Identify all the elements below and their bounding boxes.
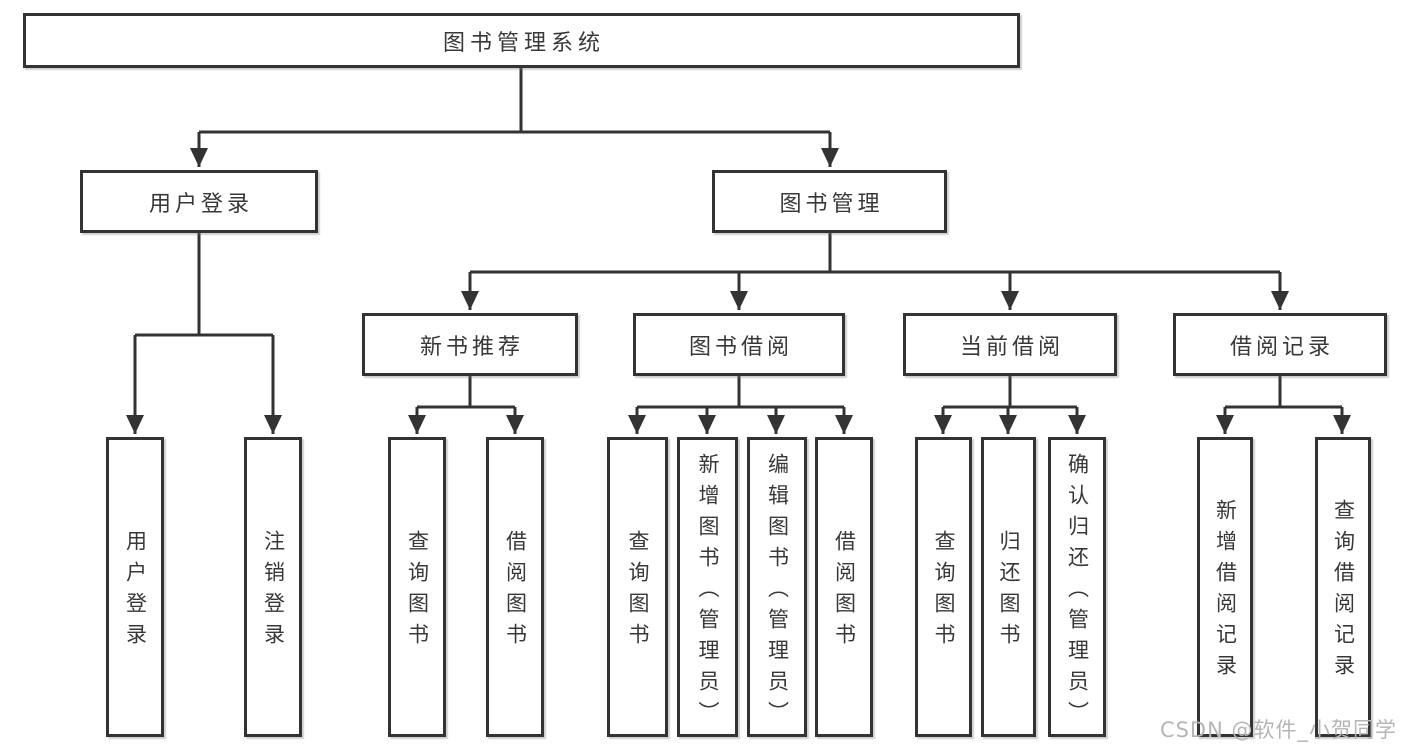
leaf-query-book-borrow-label: 查询图书 <box>626 530 650 654</box>
leaf-borrow-book-rec-label: 借阅图书 <box>503 530 528 654</box>
node-new-book-rec-label: 新书推荐 <box>419 334 524 360</box>
connector-bus-new-book <box>417 376 515 409</box>
leaf-add-book-admin-label: 新增图书（管理员） <box>696 452 720 732</box>
connector-bus-book-borrow <box>637 376 844 409</box>
node-borrow-records: 借阅记录 <box>1173 313 1387 376</box>
leaf-user-login: 用户登录 <box>106 437 164 737</box>
node-root-system: 图书管理系统 <box>23 13 1020 68</box>
node-book-borrow: 图书借阅 <box>633 313 845 376</box>
node-user-login: 用户登录 <box>80 170 318 233</box>
leaf-query-book-current: 查询图书 <box>915 437 972 737</box>
node-book-mgmt-label: 图书管理 <box>779 191 884 217</box>
node-user-login-label: 用户登录 <box>148 191 253 217</box>
leaf-logout: 注销登录 <box>244 437 302 737</box>
leaf-user-login-label: 用户登录 <box>123 530 148 654</box>
leaf-logout-label: 注销登录 <box>261 530 286 654</box>
leaf-borrow-book-label: 借阅图书 <box>832 530 857 654</box>
csdn-watermark: CSDN @软件_小贺同学 <box>1159 718 1397 742</box>
connector-bus-borrow-records <box>1225 376 1342 409</box>
connector-bus-current-borrow <box>943 376 1077 409</box>
leaf-query-book-borrow: 查询图书 <box>607 437 668 737</box>
leaf-query-borrow-record-label: 查询借阅记录 <box>1331 499 1356 685</box>
node-new-book-rec: 新书推荐 <box>362 313 578 376</box>
node-book-borrow-label: 图书借阅 <box>688 334 793 360</box>
node-root-label: 图书管理系统 <box>442 30 605 56</box>
leaf-borrow-book: 借阅图书 <box>815 437 873 737</box>
leaf-add-borrow-record: 新增借阅记录 <box>1197 437 1253 737</box>
leaf-query-book-rec-label: 查询图书 <box>405 530 430 654</box>
leaf-query-book-current-label: 查询图书 <box>932 530 956 654</box>
leaf-query-borrow-record: 查询借阅记录 <box>1315 437 1371 737</box>
node-book-mgmt: 图书管理 <box>712 170 947 233</box>
leaf-borrow-book-rec: 借阅图书 <box>486 437 544 737</box>
leaf-add-book-admin: 新增图书（管理员） <box>677 437 738 737</box>
leaf-query-book-rec: 查询图书 <box>388 437 446 737</box>
connector-bus-user-login <box>135 233 273 337</box>
leaf-return-book: 归还图书 <box>981 437 1036 737</box>
connector-bus-level2 <box>199 68 830 134</box>
node-borrow-records-label: 借阅记录 <box>1229 334 1334 360</box>
leaf-edit-book-admin-label: 编辑图书（管理员） <box>765 452 790 732</box>
connector-bus-level3 <box>470 233 1280 274</box>
leaf-confirm-return-admin-label: 确认归还（管理员） <box>1065 452 1090 732</box>
leaf-add-borrow-record-label: 新增借阅记录 <box>1213 499 1238 685</box>
leaf-return-book-label: 归还图书 <box>997 530 1021 654</box>
node-current-borrow: 当前借阅 <box>903 313 1117 376</box>
node-current-borrow-label: 当前借阅 <box>959 334 1064 360</box>
leaf-edit-book-admin: 编辑图书（管理员） <box>747 437 807 737</box>
leaf-confirm-return-admin: 确认归还（管理员） <box>1048 437 1106 737</box>
